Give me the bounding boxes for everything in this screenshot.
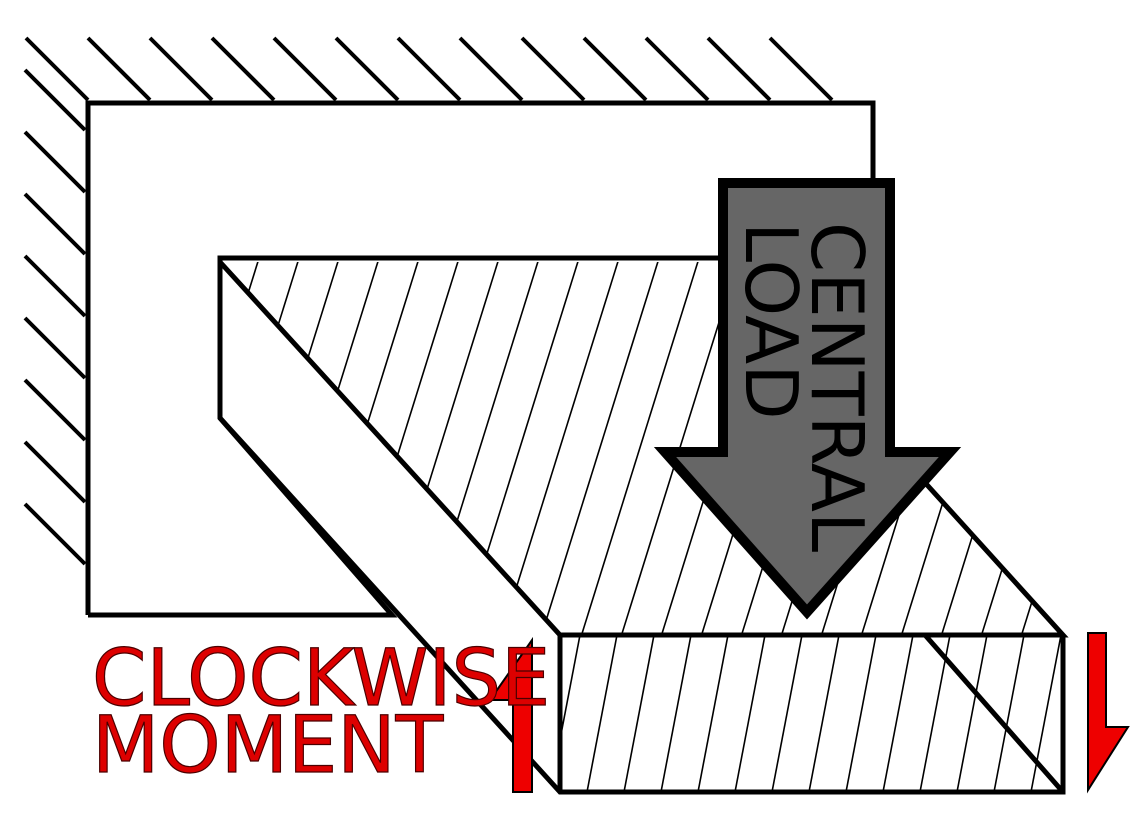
- hatch-line: [1105, 635, 1135, 792]
- hatch-line: [23, 502, 87, 566]
- hatch-line: [24, 36, 90, 102]
- hatch-line: [23, 316, 87, 380]
- hatch-line: [560, 635, 581, 744]
- beam-front-hatch: [560, 635, 1135, 792]
- hatch-line: [845, 635, 877, 792]
- hatch-line: [272, 36, 338, 102]
- hatch-line: [379, 262, 501, 635]
- hatch-line: [23, 192, 87, 256]
- load-label-line1: CENTRAL: [795, 222, 879, 552]
- hatch-line: [23, 440, 87, 504]
- hatch-line: [768, 36, 834, 102]
- hatch-line: [956, 635, 988, 792]
- hatch-line: [771, 635, 803, 792]
- hatch-line: [579, 262, 701, 635]
- central-load-label: CENTRAL LOAD: [729, 222, 879, 552]
- hatch-line: [539, 262, 661, 635]
- hatch-line: [459, 262, 581, 635]
- hatch-line: [148, 36, 214, 102]
- hatch-line: [808, 635, 840, 792]
- hatch-line: [660, 635, 692, 792]
- hatch-line: [23, 378, 87, 442]
- hatch-line: [1030, 635, 1062, 792]
- moment-label-line1: CLOCKWISE: [92, 634, 550, 724]
- hatch-line: [334, 36, 400, 102]
- beam-outline: [218, 260, 1069, 795]
- wall-hatch-top: [24, 36, 834, 102]
- moment-arrow-up-icon: [488, 636, 533, 793]
- hatch-line: [644, 36, 710, 102]
- load-label-line2: LOAD: [729, 222, 813, 420]
- beam-top-hatch: [220, 262, 1063, 635]
- hatch-line: [520, 36, 586, 102]
- hatch-line: [1019, 262, 1063, 635]
- hatch-line: [86, 36, 152, 102]
- hatch-line: [499, 262, 621, 635]
- hatch-line: [882, 635, 914, 792]
- hatch-line: [23, 68, 87, 132]
- hatch-line: [706, 36, 772, 102]
- hatch-line: [210, 36, 276, 102]
- hatch-line: [623, 635, 655, 792]
- hatch-line: [993, 635, 1025, 792]
- hatch-line: [586, 635, 618, 792]
- hatch-line: [220, 262, 341, 635]
- hatch-line: [23, 130, 87, 194]
- hatch-line: [734, 635, 766, 792]
- hatch-line: [419, 262, 541, 635]
- hatch-line: [979, 262, 1063, 635]
- hatch-line: [23, 254, 87, 318]
- wall-hatch-left: [23, 68, 87, 566]
- hatch-line: [458, 36, 524, 102]
- moment-arrow-down-icon: [1087, 632, 1130, 794]
- central-load-arrow: [653, 178, 962, 620]
- hatch-line: [582, 36, 648, 102]
- hatch-line: [299, 262, 421, 635]
- moment-label-line2: MOMENT: [92, 701, 444, 791]
- hatch-line: [220, 262, 301, 635]
- hatch-line: [697, 635, 729, 792]
- hatch-line: [396, 36, 462, 102]
- hatch-line: [220, 262, 261, 635]
- hatch-line: [339, 262, 461, 635]
